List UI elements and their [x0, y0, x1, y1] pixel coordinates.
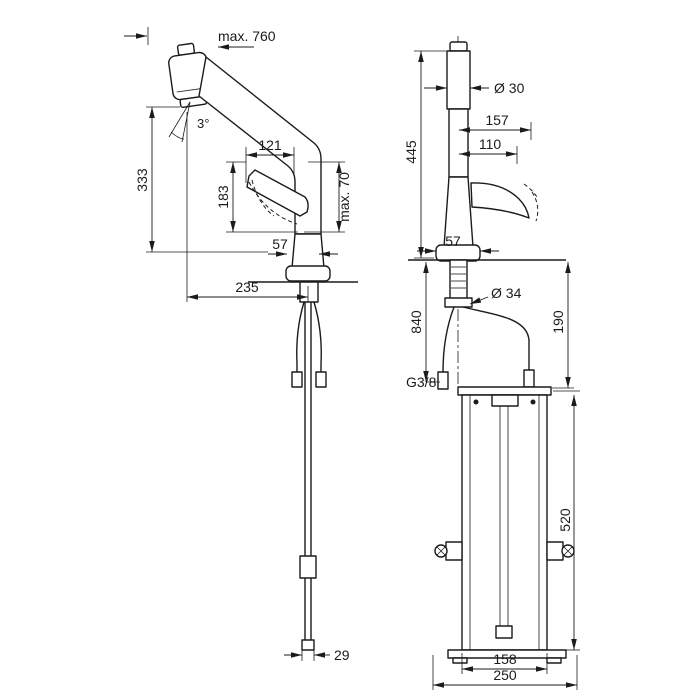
dim-hole-dia: Ø 34	[469, 285, 522, 305]
foot	[452, 657, 468, 664]
supply-hose-right	[462, 306, 530, 370]
spray-head-front	[446, 50, 471, 110]
hose-connector	[437, 371, 449, 390]
side-faucet	[168, 42, 358, 651]
dim-157-label: 157	[485, 112, 509, 128]
front-faucet	[408, 36, 575, 664]
dim-445-label: 445	[403, 140, 419, 164]
dim-121-label: 121	[258, 137, 282, 153]
dim-max-pullout-label: max. 760	[218, 28, 276, 44]
spout-cap	[449, 41, 468, 52]
dim-520: 520	[553, 390, 580, 651]
dim-250: 250	[432, 655, 578, 690]
dim-158: 158	[461, 651, 548, 674]
side-view-dimensions: max. 760 3° 333 121 183	[124, 27, 352, 663]
dim-29-label: 29	[334, 647, 350, 663]
dim-445: 445	[403, 50, 446, 259]
hose-end	[301, 639, 315, 651]
dim-reach-235: 235	[186, 112, 309, 302]
dim-base-57-side: 57	[268, 236, 338, 257]
body	[291, 233, 325, 269]
dim-183-label: 183	[215, 185, 231, 209]
screw	[473, 399, 479, 405]
hose-connector	[291, 371, 303, 388]
handle-motion-arc	[523, 183, 539, 200]
dim-height-333: 333	[134, 106, 268, 253]
dim-handle-max-70: max. 70	[304, 161, 352, 233]
dim-base-57-front: 57	[417, 233, 499, 254]
dim-57-side-label: 57	[272, 236, 288, 252]
handle-front	[470, 182, 530, 219]
hose-connector	[523, 369, 535, 388]
dim-520-label: 520	[557, 508, 573, 532]
handle-motion-arc	[248, 181, 298, 225]
mounting-clip-left	[434, 541, 463, 561]
dim-handle-183: 183	[215, 161, 298, 233]
thread-label: G3/8	[406, 374, 437, 390]
dim-handle-121: 121	[245, 137, 295, 183]
dim-157: 157	[459, 112, 532, 140]
dim-250-label: 250	[493, 667, 517, 683]
mounting-clip-right	[546, 541, 575, 561]
base-flange	[285, 265, 331, 282]
dim-hose-29: 29	[284, 646, 350, 663]
dim-235-label: 235	[235, 279, 259, 295]
dim-57-front-label: 57	[445, 233, 461, 249]
dim-max-70-label: max. 70	[336, 172, 352, 222]
dim-110-label: 110	[479, 136, 502, 152]
inner-hose-end	[495, 625, 513, 639]
foot	[546, 657, 562, 664]
dim-333-label: 333	[134, 168, 150, 192]
supply-hose	[313, 301, 322, 372]
dim-190: 190	[550, 262, 574, 389]
front-view-dimensions: Ø 30 157 110 445 57 Ø 34	[403, 50, 580, 690]
screw	[530, 399, 536, 405]
dim-angle: 3°	[168, 101, 209, 143]
hose-weight	[299, 555, 317, 579]
installation-box	[461, 394, 548, 651]
dim-d30-label: Ø 30	[494, 80, 525, 96]
dim-d34-label: Ø 34	[491, 285, 522, 301]
supply-hose-left	[442, 306, 455, 373]
dim-angle-label: 3°	[197, 116, 209, 131]
dim-spout-dia: Ø 30	[424, 80, 525, 96]
dim-max-pullout: max. 760	[124, 27, 276, 50]
dim-840: 840	[408, 262, 440, 383]
dim-158-label: 158	[493, 651, 517, 667]
hose-inlet	[491, 394, 519, 407]
dim-840-label: 840	[408, 310, 424, 334]
base-plate	[447, 649, 567, 659]
hose-connector	[315, 371, 327, 388]
supply-hose	[296, 301, 305, 372]
mounting-nut	[444, 297, 473, 308]
dim-190-label: 190	[550, 310, 566, 334]
handle-motion-arc	[531, 191, 539, 222]
box-top-lip	[457, 386, 552, 396]
handle-motion-arc	[251, 179, 275, 217]
handle	[246, 169, 309, 217]
shank	[299, 281, 319, 303]
spout-tube	[448, 108, 469, 178]
dim-110: 110	[459, 136, 518, 164]
